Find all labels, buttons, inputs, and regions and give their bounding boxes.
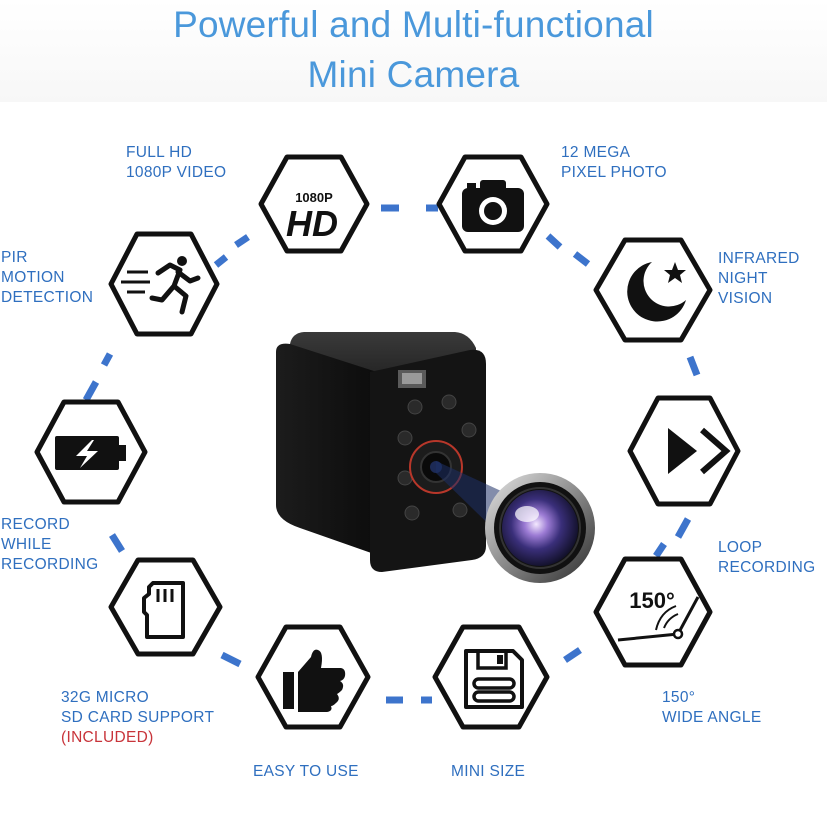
floppy-disk-icon <box>464 649 524 709</box>
label-night-line3: VISION <box>718 290 773 307</box>
label-record-while-recording: RECORD WHILE RECORDING <box>1 515 98 575</box>
hex-mini-size <box>432 624 550 730</box>
label-full-hd: FULL HD 1080P VIDEO <box>126 143 226 183</box>
label-angle-line1: 150° <box>662 689 696 706</box>
hex-loop-recording <box>627 395 741 507</box>
label-pir-line1: PIR <box>1 249 28 266</box>
hd-icon: 1080P HD <box>286 190 338 244</box>
mini-camera-photo <box>276 332 595 583</box>
label-record-line1: RECORD <box>1 516 70 533</box>
hex-full-hd: 1080P HD <box>258 154 370 254</box>
battery-charging-icon <box>55 436 126 470</box>
title-banner: Powerful and Multi-functional Mini Camer… <box>0 0 827 102</box>
label-loop-line2: RECORDING <box>718 559 816 576</box>
label-sd-line3: (INCLUDED) <box>61 729 154 746</box>
label-sd-line2: SD CARD SUPPORT <box>61 709 215 726</box>
hex-easy-to-use <box>255 624 371 730</box>
hd-icon-top-text: 1080P <box>295 190 333 205</box>
label-angle-line2: WIDE ANGLE <box>662 709 762 726</box>
label-sd-card: 32G MICRO SD CARD SUPPORT (INCLUDED) <box>61 688 214 748</box>
label-sd-line1: 32G MICRO <box>61 689 149 706</box>
title-line-1: Powerful and Multi-functional <box>173 4 654 45</box>
label-mini-line1: MINI SIZE <box>451 763 526 780</box>
wide-angle-icon: 150° <box>617 588 700 642</box>
fast-forward-icon <box>668 427 731 475</box>
label-full-hd-line1: FULL HD <box>126 144 193 161</box>
label-mini-size: MINI SIZE <box>451 762 525 782</box>
hex-record-while-recording <box>34 399 148 505</box>
label-night-vision: INFRARED NIGHT VISION <box>718 249 800 309</box>
hex-sd-card <box>108 557 223 657</box>
hex-wide-angle: 150° <box>593 556 713 668</box>
label-easy-line1: EASY TO USE <box>253 763 359 780</box>
wide-angle-icon-text: 150° <box>629 588 675 613</box>
running-man-icon <box>121 256 201 315</box>
thumbs-up-icon <box>283 649 346 712</box>
label-full-hd-line2: 1080P VIDEO <box>126 164 227 181</box>
label-photo: 12 MEGA PIXEL PHOTO <box>561 143 667 183</box>
label-pir-line3: DETECTION <box>1 289 94 306</box>
label-record-line3: RECORDING <box>1 556 99 573</box>
label-wide-angle: 150° WIDE ANGLE <box>662 688 761 728</box>
label-night-line1: INFRARED <box>718 250 800 267</box>
camera-icon <box>462 180 524 232</box>
hex-photo <box>436 154 550 254</box>
label-easy-to-use: EASY TO USE <box>253 762 359 782</box>
label-photo-line2: PIXEL PHOTO <box>561 164 667 181</box>
label-photo-line1: 12 MEGA <box>561 144 631 161</box>
hd-icon-main-text: HD <box>286 203 338 244</box>
title-line-2: Mini Camera <box>307 54 520 95</box>
sd-card-icon <box>142 581 185 639</box>
hex-pir-motion <box>108 231 220 337</box>
hex-night-vision <box>593 237 713 343</box>
ring-connectors <box>82 204 701 704</box>
label-record-line2: WHILE <box>1 536 52 553</box>
label-loop-line1: LOOP <box>718 539 763 556</box>
label-night-line2: NIGHT <box>718 270 768 287</box>
moon-star-icon <box>627 262 686 322</box>
label-pir-motion: PIR MOTION DETECTION <box>1 248 93 308</box>
label-loop-recording: LOOP RECORDING <box>718 538 815 578</box>
label-pir-line2: MOTION <box>1 269 65 286</box>
